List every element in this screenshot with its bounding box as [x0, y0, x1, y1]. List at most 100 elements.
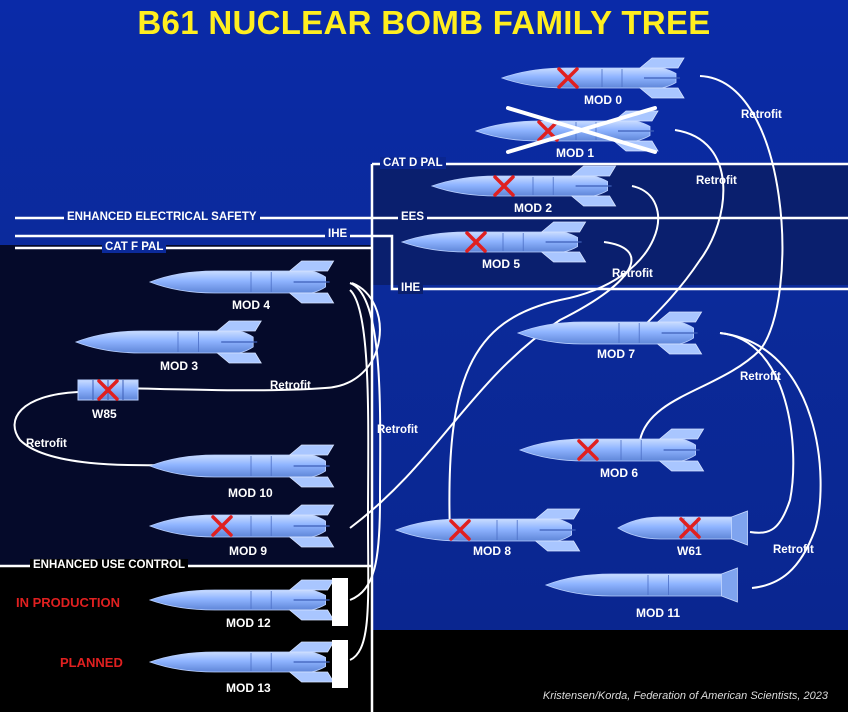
bomb-label-mod11: MOD 11	[636, 606, 681, 620]
bomb-label-w61: W61	[677, 544, 702, 558]
bomb-mod12-fin-bottom	[288, 609, 335, 621]
bomb-label-mod12: MOD 12	[226, 616, 271, 630]
bomb-label-mod2: MOD 2	[514, 201, 553, 215]
retired-cross-mod6	[577, 439, 599, 461]
bomb-mod8-fin-top	[534, 508, 581, 520]
curve-mod0-to-mod6	[639, 75, 784, 441]
bomb-mod7-fin-bottom	[656, 343, 703, 355]
bomb-mod10	[148, 444, 335, 488]
bomb-mod13-fin-bottom	[288, 671, 335, 683]
bomb-mod11-body	[544, 573, 736, 597]
bomb-mod5	[400, 221, 587, 263]
bomb-mod9	[148, 504, 335, 548]
bomb-mod5-fin-top	[540, 221, 587, 233]
bomb-label-mod1: MOD 1	[556, 146, 595, 160]
bomb-mod9-fin-bottom	[288, 536, 335, 548]
bomb-mod5-fin-bottom	[540, 251, 587, 263]
bomb-mod7	[516, 311, 703, 355]
bomb-mod10-fin-bottom	[288, 476, 335, 488]
retrofit-label-mod4-mod12: Retrofit	[377, 424, 418, 436]
bomb-mod3	[74, 320, 262, 364]
bomb-label-mod10: MOD 10	[228, 486, 273, 500]
bomb-label-mod8: MOD 8	[473, 544, 512, 558]
bomb-mod6	[518, 428, 705, 472]
bomb-label-mod3: MOD 3	[160, 359, 199, 373]
bomb-mod8	[394, 508, 581, 552]
bomb-w61-tail-flare	[731, 510, 748, 546]
bomb-mod4	[148, 260, 335, 304]
status-planned: PLANNED	[60, 655, 123, 670]
mod13-tail-block	[332, 640, 348, 688]
bomb-mod3-fin-top	[216, 320, 262, 332]
retired-cross-mod9	[211, 515, 233, 537]
bomb-mod2-fin-top	[570, 165, 617, 177]
bomb-label-mod6: MOD 6	[600, 466, 639, 480]
bomb-label-mod9: MOD 9	[229, 544, 268, 558]
curve-mod1-to-mod7	[639, 129, 725, 331]
retrofit-label-w85: Retrofit	[26, 438, 67, 450]
bomb-mod11-tail-flare	[721, 567, 738, 603]
retired-cross-mod5	[465, 231, 487, 253]
retrofit-label-mod4-w85: Retrofit	[270, 380, 311, 392]
mod1-crossed-out-mark	[506, 106, 657, 154]
bomb-mod4-fin-top	[288, 260, 335, 272]
retrofit-label-mod5: Retrofit	[612, 268, 653, 280]
bomb-mod9-fin-top	[288, 504, 335, 516]
bomb-mod0	[500, 57, 685, 99]
bomb-mod6-fin-bottom	[658, 460, 705, 472]
bomb-mod12	[148, 579, 335, 621]
curve-mod7-to-w61	[719, 332, 795, 534]
ihe-right-label: IHE	[398, 282, 424, 294]
retired-cross-w61	[679, 517, 701, 539]
bomb-label-mod0: MOD 0	[584, 93, 623, 107]
curve-mod4-to-mod13	[349, 289, 370, 661]
retired-cross-mod8	[449, 519, 471, 541]
bomb-label-mod5: MOD 5	[482, 257, 521, 271]
retired-cross-mod2	[493, 175, 515, 197]
bomb-mod10-fin-top	[288, 444, 335, 456]
bomb-mod13-fin-top	[288, 641, 335, 653]
bomb-label-w85: W85	[92, 407, 117, 421]
retrofit-label-mod1: Retrofit	[696, 175, 737, 187]
retired-cross-w85	[97, 379, 119, 401]
bomb-mod2	[430, 165, 617, 207]
page-title: B61 NUCLEAR BOMB FAMILY TREE	[137, 4, 711, 41]
bomb-label-mod4: MOD 4	[232, 298, 271, 312]
bomb-mod0-fin-top	[638, 57, 685, 69]
retired-cross-mod0	[557, 67, 579, 89]
bomb-mod2-fin-bottom	[570, 195, 617, 207]
enhanced-electrical-safety-label: ENHANCED ELECTRICAL SAFETY	[64, 211, 260, 223]
ees-label: EES	[398, 211, 428, 223]
retrofit-label-mod0: Retrofit	[741, 109, 782, 121]
curve-mod4-to-retrofit	[119, 282, 381, 392]
cat-d-pal-label: CAT D PAL	[380, 157, 446, 169]
curve-mod7-to-mod11	[719, 332, 822, 589]
status-in-production: IN PRODUCTION	[16, 595, 120, 610]
bomb-mod11	[544, 567, 738, 603]
retired-crosses-layer	[97, 67, 701, 541]
bomb-w61	[617, 510, 748, 546]
source-credit: Kristensen/Korda, Federation of American…	[542, 690, 828, 702]
bomb-mod8-fin-bottom	[534, 540, 581, 552]
bomb-mod13	[148, 641, 335, 683]
bomb-label-mod13: MOD 13	[226, 681, 271, 695]
curve-mod4-to-mod12	[349, 282, 382, 601]
retrofit-label-mod11: Retrofit	[773, 544, 814, 556]
bomb-mod4-fin-bottom	[288, 292, 335, 304]
bomb-mod3-fin-bottom	[216, 352, 262, 364]
ihe-left-label: IHE	[325, 228, 351, 240]
bombs-layer	[74, 57, 748, 683]
mod12-tail-block	[332, 578, 348, 626]
retrofit-label-mod7: Retrofit	[740, 371, 781, 383]
enhanced-use-control-label: ENHANCED USE CONTROL	[30, 559, 189, 571]
bomb-mod12-fin-top	[288, 579, 335, 591]
bomb-mod0-fin-bottom	[638, 87, 685, 99]
cat-f-pal-label: CAT F PAL	[102, 241, 167, 253]
bomb-mod6-fin-top	[658, 428, 705, 440]
bomb-mod7-fin-top	[656, 311, 703, 323]
bomb-label-mod7: MOD 7	[597, 347, 636, 361]
ihe-line-step	[375, 234, 848, 291]
curve-w85-to-mod10	[13, 391, 176, 467]
